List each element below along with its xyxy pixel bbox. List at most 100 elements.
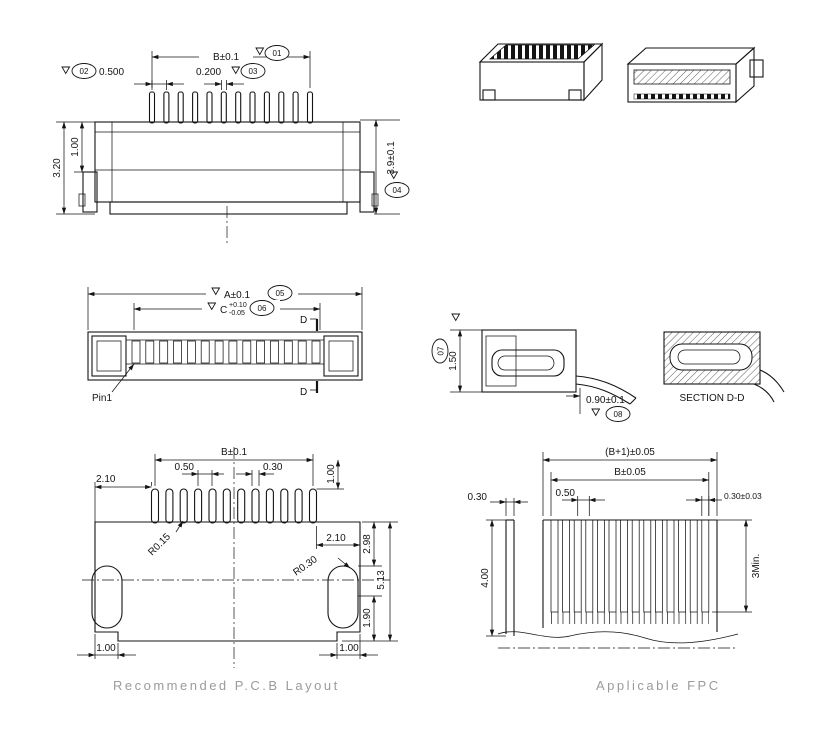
callout-06: 06 [258,304,267,313]
dim-front-pin-width-label: 0.200 [196,67,221,78]
datum-triangle-icon [211,287,221,296]
callout-05: 05 [276,289,285,298]
dim-pcb-b: B±0.1 [154,447,314,486]
datum-triangle-icon [207,302,217,311]
dim-front-total-height-label: 3.9±0.1 [386,141,397,175]
datum-triangle-icon [451,313,461,322]
dim-pcb-left-margin-label: 2.10 [96,474,116,485]
dim-pcb-notch-right: 1.00 [319,634,378,659]
dim-pcb-pad-length: 1.00 [316,459,344,490]
dim-top-a-label: A±0.1 [224,290,250,301]
dim-pcb-notch-left: 1.00 [77,634,136,659]
datum-triangle-icon [61,66,71,75]
datum-triangle-icon [591,408,601,417]
dim-fpc-thickness-label: 0.30 [468,492,488,503]
callout-oval-02 [71,63,97,79]
dim-pcb-left-margin: 2.10 [94,474,152,522]
top-view-slots [131,340,321,364]
section-mark-top-label: D [300,315,307,326]
dim-pcb-total-depth-label: 5.13 [376,570,387,590]
section-view: SECTION D-D [663,331,785,404]
dim-pcb-pitch-label: 0.50 [175,462,195,473]
dim-top-c-tol-lower: -0.05 [229,310,245,317]
dim-front-b: B±0.1 01 [151,45,311,88]
dim-pcb-right-margin-label: 2.10 [326,533,346,544]
dim-side-fpc-thickness-label: 0.90±0.1 [586,395,625,406]
datum-triangle-icon [389,171,399,180]
iso-view-open [626,46,764,104]
dim-pcb-right-margin: 2.10 [316,526,361,549]
dim-fpc-pitch: 0.50 [556,488,605,516]
fpc-view: (B+1)±0.05 B±0.05 0.50 0.30±0.03 0.30 [468,447,762,693]
callout-oval-08 [605,406,631,422]
dim-front-total-height: 3.9±0.1 04 [360,119,410,215]
dim-fpc-finger-width-label: 0.30±0.03 [724,491,762,501]
pcb-geometry [82,447,390,668]
dim-pcb-edge-to-slot-label: 2.98 [362,534,373,554]
callout-02: 02 [80,67,89,76]
pcb-layout-caption: Recommended P.C.B Layout [113,678,340,693]
top-view-geometry [87,331,363,381]
solder-tail-comb [633,93,731,100]
callout-08: 08 [614,410,623,419]
dim-pcb-pitch: 0.50 [175,462,224,486]
dim-fpc-stiffener-length: 4.00 [480,519,506,637]
side-view: 1.50 07 0.90±0.1 08 [431,313,637,422]
callout-oval-01 [264,45,290,61]
fpc-caption: Applicable FPC [596,678,721,693]
dim-fpc-finger-width: 0.30±0.03 [686,491,762,516]
dim-pcb-notch-right-label: 1.00 [339,643,359,654]
dim-top-c-label: C [220,305,227,316]
fpc-fingers [550,519,710,624]
callout-01: 01 [273,49,282,58]
pin1-callout: Pin1 [92,363,135,404]
dim-top-c: C +0.10 -0.05 06 [133,300,321,330]
dim-front-pin-width: 0.200 03 [196,63,266,90]
dim-front-lug-height-label: 1.00 [70,137,81,157]
dim-front-heights-left: 3.20 1.00 [52,121,95,215]
top-view: A±0.1 05 C +0.10 -0.05 06 D D Pin1 [87,285,363,404]
datum-triangle-icon [231,66,241,75]
dim-fpc-min-length-label: 3Min. [751,554,762,578]
front-view: B±0.1 01 02 0.500 0.200 03 3.20 1.00 [52,45,410,244]
dim-side-height: 1.50 07 [431,313,482,393]
dim-front-pitch: 02 0.500 [61,63,184,90]
section-d-marks: D D [300,315,319,398]
callout-oval-07 [431,338,449,364]
datum-triangle-icon [255,47,265,56]
dim-pcb-pad-width: 0.30 [236,462,283,486]
contact-slot-hatch [633,69,731,85]
dim-fpc-min-length: 3Min. [712,519,762,613]
dim-front-pitch-label: 0.500 [99,67,124,78]
dim-pcb-slot-to-edge-label: 1.90 [362,608,373,628]
dim-fpc-overall-label: (B+1)±0.05 [605,447,655,458]
front-view-geometry [78,91,379,244]
dim-front-body-height-label: 3.20 [52,158,63,178]
section-mark-bottom-label: D [300,387,307,398]
front-view-pins [148,91,314,124]
radius-pad-label: R0.15 [146,531,173,558]
callout-oval-04 [384,182,410,198]
pin1-label: Pin1 [92,393,112,404]
dim-fpc-stiffener-length-label: 4.00 [480,568,491,588]
side-view-geometry [481,329,637,405]
callout-03: 03 [249,67,258,76]
dim-pcb-vertical-right: 2.98 5.13 1.90 [342,521,398,642]
section-tongue [677,349,741,365]
dim-top-c-tol-upper: +0.10 [229,302,247,309]
dim-front-b-label: B±0.1 [213,52,239,63]
callout-07: 07 [437,346,446,355]
dim-pcb-notch-left-label: 1.00 [96,643,116,654]
dim-fpc-contact-width-label: B±0.05 [614,467,646,478]
section-cavity [669,343,753,371]
dim-pcb-b-label: B±0.1 [221,447,247,458]
dim-fpc-pitch-label: 0.50 [556,488,576,499]
iso-view-closed [478,42,604,102]
pcb-radius-labels: R0.15 R0.30 [146,520,351,578]
section-view-label: SECTION D-D [680,393,745,404]
fpc-geometry [497,519,739,649]
dim-fpc-thickness: 0.30 [468,492,528,516]
callout-oval-06 [249,300,275,316]
